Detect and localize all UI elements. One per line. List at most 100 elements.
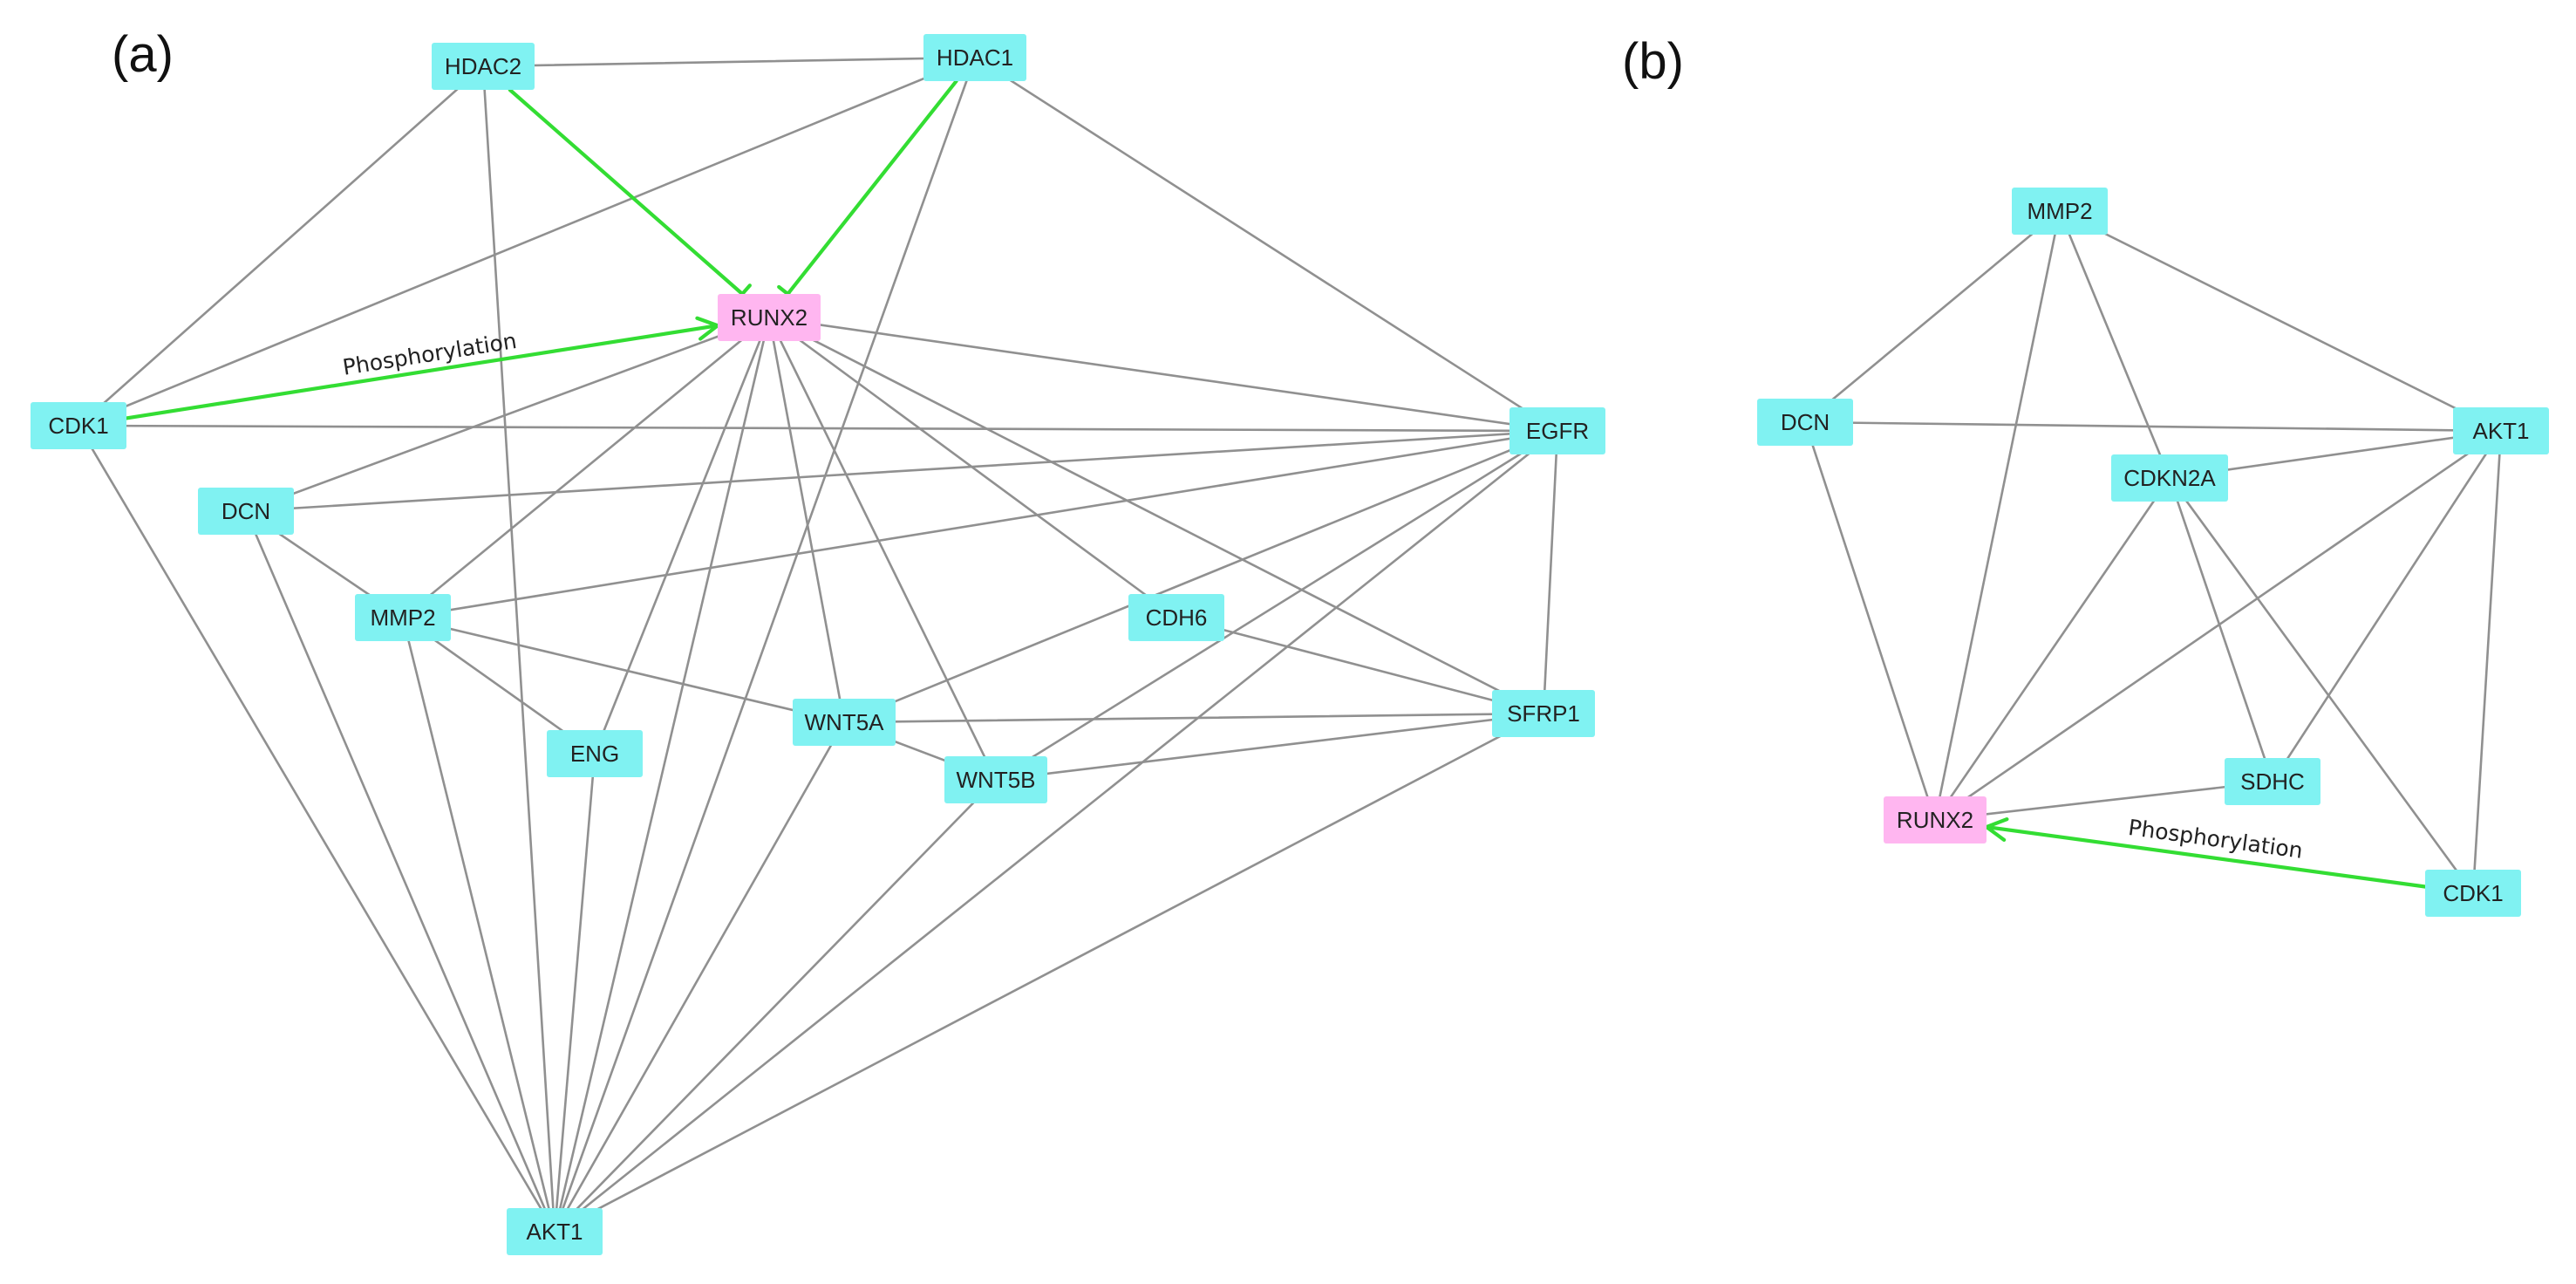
node-hdac1[interactable]: HDAC1 xyxy=(923,34,1026,81)
node-label: RUNX2 xyxy=(731,304,808,331)
interaction-edge-egfr-akt1 xyxy=(553,429,1559,1233)
node-akt1[interactable]: AKT1 xyxy=(2453,407,2549,454)
node-akt1[interactable]: AKT1 xyxy=(507,1208,603,1255)
panel-a-edges xyxy=(77,56,1559,1233)
node-box xyxy=(1884,796,1987,843)
node-dcn[interactable]: DCN xyxy=(198,488,294,535)
node-label: ENG xyxy=(570,741,619,767)
interaction-edge-dcn-egfr xyxy=(244,429,1559,513)
panel-b-edges xyxy=(1803,209,2503,895)
node-label: CDK1 xyxy=(2443,880,2503,906)
node-box xyxy=(507,1208,603,1255)
node-box xyxy=(31,402,126,449)
node-box xyxy=(1492,690,1595,737)
node-box xyxy=(432,43,535,90)
interaction-edge-runx2-sfrp1 xyxy=(767,316,1545,715)
interaction-edge-runx2-mmp2 xyxy=(401,316,771,619)
interaction-edge-hdac1-akt1 xyxy=(553,56,977,1233)
node-label: DCN xyxy=(221,498,270,524)
node-label: AKT1 xyxy=(526,1219,583,1245)
interaction-edge-hdac2-hdac1 xyxy=(481,56,977,68)
interaction-edge-hdac2-akt1 xyxy=(481,65,556,1233)
node-box xyxy=(2225,758,2320,805)
interaction-edge-runx2-wnt5b xyxy=(767,316,998,782)
node-label: WNT5B xyxy=(957,767,1036,793)
interaction-edge-wnt5a-sfrp1 xyxy=(842,712,1545,724)
node-sdhc[interactable]: SDHC xyxy=(2225,758,2320,805)
interaction-edge-cdkn2a-sdhc xyxy=(2168,476,2274,783)
node-label: SDHC xyxy=(2240,768,2305,795)
node-mmp2[interactable]: MMP2 xyxy=(355,594,451,641)
node-label: SFRP1 xyxy=(1507,700,1580,727)
interaction-edge-egfr-sfrp1 xyxy=(1542,429,1559,715)
interaction-edge-hdac1-cdk1 xyxy=(77,56,977,427)
interaction-edge-cdk1-akt1 xyxy=(77,424,556,1233)
node-label: HDAC2 xyxy=(445,53,521,79)
node-label: EGFR xyxy=(1526,418,1589,444)
node-label: WNT5A xyxy=(805,709,885,735)
panel-a-label: (a) xyxy=(112,26,174,83)
node-box xyxy=(718,294,821,341)
node-box xyxy=(1757,399,1853,446)
interaction-edge-runx2-egfr xyxy=(767,316,1559,433)
interaction-edge-mmp2-akt1 xyxy=(401,616,556,1233)
node-cdkn2a[interactable]: CDKN2A xyxy=(2111,454,2228,502)
interaction-edge-dcn-akt1 xyxy=(244,509,556,1233)
interaction-edge-mmp2-wnt5a xyxy=(401,616,846,724)
interaction-edge-wnt5a-akt1 xyxy=(553,721,846,1233)
node-box xyxy=(2453,407,2549,454)
interaction-edge-egfr-wnt5a xyxy=(842,429,1559,724)
node-dcn[interactable]: DCN xyxy=(1757,399,1853,446)
interaction-edge-mmp2-akt1 xyxy=(2058,209,2503,433)
node-box xyxy=(2111,454,2228,502)
node-box xyxy=(2425,870,2521,917)
interaction-edge-runx2-akt1 xyxy=(553,316,771,1233)
node-box xyxy=(198,488,294,535)
interaction-edge-akt1-sdhc xyxy=(2271,429,2503,783)
node-label: MMP2 xyxy=(2027,198,2092,224)
node-label: DCN xyxy=(1781,409,1830,435)
node-mmp2[interactable]: MMP2 xyxy=(2012,188,2108,235)
node-hdac2[interactable]: HDAC2 xyxy=(432,43,535,90)
node-wnt5a[interactable]: WNT5A xyxy=(793,699,896,746)
node-sfrp1[interactable]: SFRP1 xyxy=(1492,690,1595,737)
panel-b-label: (b) xyxy=(1622,33,1684,90)
interaction-edge-runx2-eng xyxy=(593,316,771,755)
interaction-edge-akt1-cdk1 xyxy=(2471,429,2503,895)
node-label: AKT1 xyxy=(2472,418,2529,444)
interaction-edge-sfrp1-akt1 xyxy=(553,712,1545,1233)
node-box xyxy=(1509,407,1605,454)
node-runx2[interactable]: RUNX2 xyxy=(1884,796,1987,843)
interaction-edge-cdkn2a-runx2 xyxy=(1933,476,2171,822)
interaction-edge-mmp2-dcn xyxy=(1803,209,2061,424)
interaction-edge-hdac1-egfr xyxy=(973,56,1559,433)
node-wnt5b[interactable]: WNT5B xyxy=(944,756,1047,803)
interaction-edge-sdhc-runx2 xyxy=(1933,780,2274,822)
interaction-edge-cdkn2a-cdk1 xyxy=(2168,476,2475,895)
node-box xyxy=(2012,188,2108,235)
interaction-edge-hdac2-cdk1 xyxy=(77,65,485,427)
node-box xyxy=(793,699,896,746)
node-label: HDAC1 xyxy=(937,44,1013,71)
node-label: RUNX2 xyxy=(1897,807,1973,833)
node-cdh6[interactable]: CDH6 xyxy=(1128,594,1224,641)
interaction-edge-cdh6-sfrp1 xyxy=(1175,616,1545,715)
interaction-edge-wnt5b-akt1 xyxy=(553,778,998,1233)
interaction-edge-mmp2-cdkn2a xyxy=(2058,209,2171,480)
node-cdk1[interactable]: CDK1 xyxy=(31,402,126,449)
interaction-edge-egfr-wnt5b xyxy=(994,429,1559,782)
node-egfr[interactable]: EGFR xyxy=(1509,407,1605,454)
interaction-edge-dcn-akt1 xyxy=(1803,420,2503,433)
node-runx2[interactable]: RUNX2 xyxy=(718,294,821,341)
node-box xyxy=(355,594,451,641)
interaction-edge-runx2-wnt5a xyxy=(767,316,846,724)
interaction-edge-wnt5b-sfrp1 xyxy=(994,712,1545,782)
node-cdk1[interactable]: CDK1 xyxy=(2425,870,2521,917)
node-eng[interactable]: ENG xyxy=(547,730,643,777)
